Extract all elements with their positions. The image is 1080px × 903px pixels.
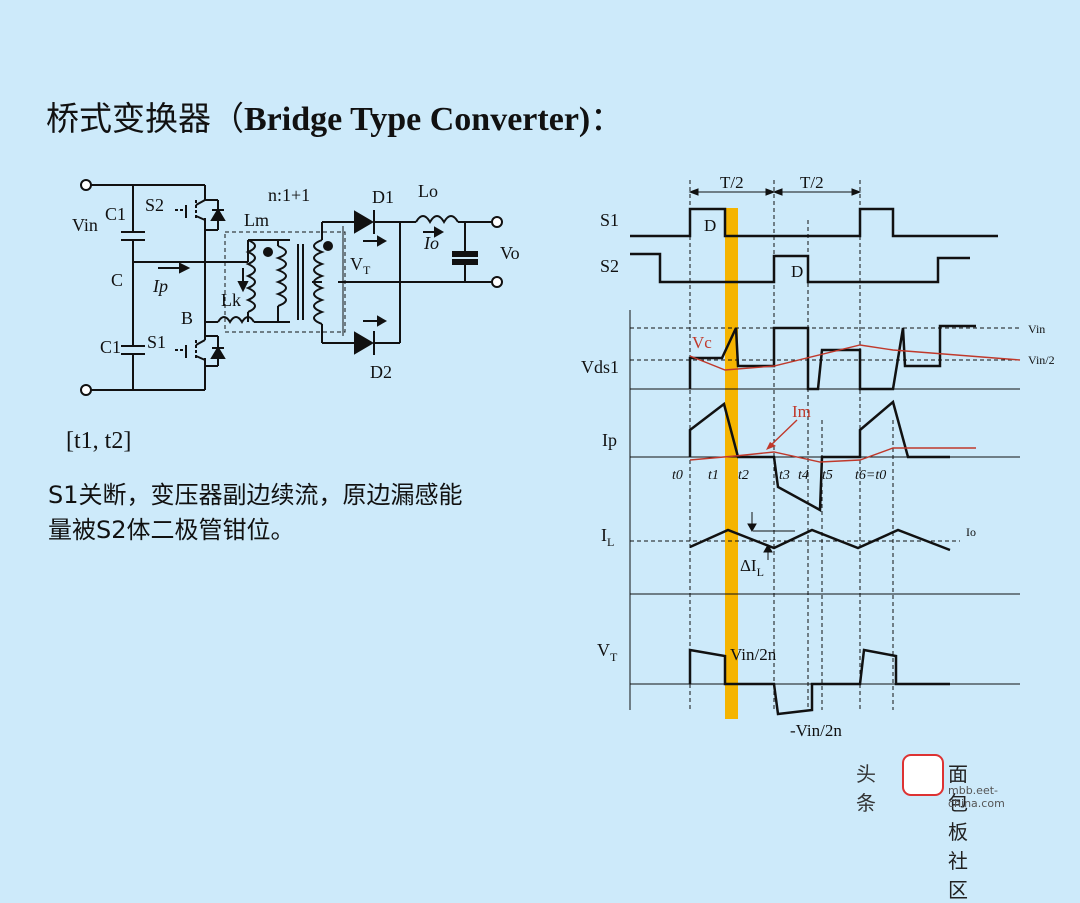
s2-diode-label: D — [791, 262, 803, 281]
neg-vin-2n-label: -Vin/2n — [790, 721, 842, 740]
vin-level-label: Vin — [1028, 322, 1045, 336]
c1-top-label: C1 — [105, 204, 126, 224]
description-line-1: S1关断，变压器副边续流，原边漏感能 — [48, 481, 463, 509]
vin-half-level-label: Vin/2 — [1028, 353, 1055, 367]
vds1-label: Vds1 — [581, 357, 619, 377]
vt-trace-label: VT — [597, 640, 618, 664]
vin-label: Vin — [72, 215, 98, 235]
lm-label: Lm — [244, 210, 269, 230]
watermark-url: mbb.eet-china.com — [948, 784, 1005, 810]
t2-label: t2 — [738, 468, 749, 483]
half-period-2-label: T/2 — [800, 173, 824, 192]
half-period-1-label: T/2 — [720, 173, 744, 192]
c1-bottom-label: C1 — [100, 337, 121, 357]
turns-ratio-label: n:1+1 — [268, 185, 310, 205]
d1-label: D1 — [372, 187, 394, 207]
s2-label: S2 — [145, 195, 164, 215]
bridge-converter-schematic: Vin C1 C1 C B S2 S1 Ip Lm Lk n:1+1 D1 D2… — [72, 179, 520, 396]
d2-label: D2 — [370, 362, 392, 382]
s1-label: S1 — [147, 332, 166, 352]
t4-label: t4 — [798, 468, 809, 483]
t3-label: t3 — [779, 468, 790, 483]
im-label: Im — [792, 402, 811, 421]
node-b-label: B — [181, 308, 193, 328]
il-trace-label: IL — [601, 525, 614, 549]
watermark-logo-icon — [902, 754, 944, 796]
t1-label: t1 — [708, 468, 719, 483]
ip-trace-label: Ip — [602, 430, 617, 450]
t1-t2-highlight — [725, 208, 738, 719]
t6-label: t6=t0 — [855, 468, 886, 483]
lk-label: Lk — [221, 290, 241, 310]
node-c-label: C — [111, 270, 123, 290]
vt-label: VT — [350, 254, 371, 277]
io-level-label: Io — [966, 525, 976, 539]
description-line-2: 量被S2体二极管钳位。 — [48, 516, 295, 544]
description: S1关断，变压器副边续流，原边漏感能 量被S2体二极管钳位。 — [48, 478, 568, 548]
s2-trace-label: S2 — [600, 256, 619, 276]
slide: 桥式变换器（Bridge Type Converter)： — [46, 99, 1055, 902]
ip-label: Ip — [152, 276, 168, 296]
switching-waveforms: T/2 T/2 S1 S2 D D Vds1 Vc Vin Vin/2 Ip I… — [581, 173, 1055, 740]
watermark-right-text: 面包板社区 — [948, 762, 968, 902]
t0-label: t0 — [672, 468, 683, 483]
interval-label: [t1, t2] — [66, 428, 132, 454]
lo-label: Lo — [418, 181, 438, 201]
t5-label: t5 — [822, 468, 833, 483]
vo-label: Vo — [500, 243, 520, 263]
vc-label: Vc — [692, 333, 712, 352]
watermark-left-text: 头条 — [856, 762, 876, 815]
delta-il-label: ΔIL — [740, 556, 764, 579]
s1-trace-label: S1 — [600, 210, 619, 230]
slide-title: 桥式变换器（Bridge Type Converter)： — [46, 99, 624, 138]
io-label: Io — [423, 233, 439, 253]
s1-diode-label: D — [704, 216, 716, 235]
vin-2n-label: Vin/2n — [730, 645, 777, 664]
